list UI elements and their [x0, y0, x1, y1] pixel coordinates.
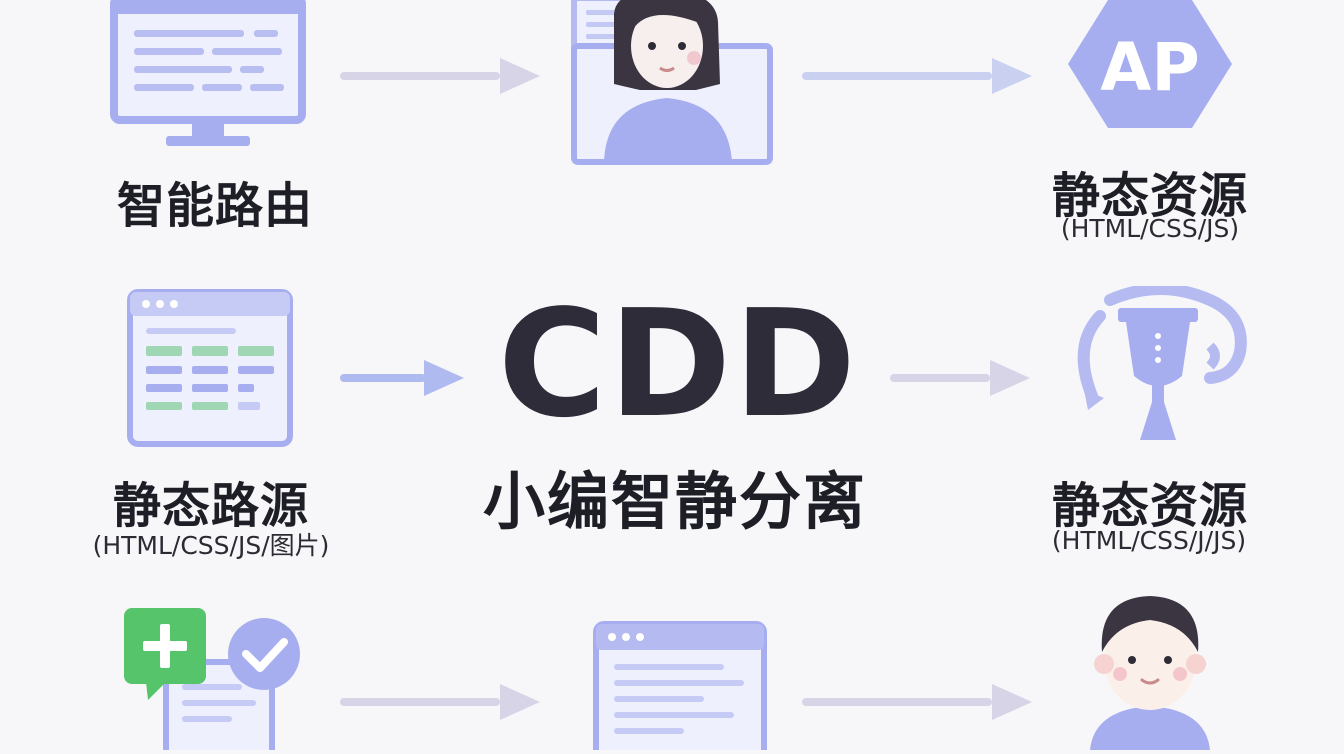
center-title: CDD [497, 278, 859, 450]
arrow-right-icon [340, 58, 540, 94]
smart-routing-label: 智能路由 [116, 178, 313, 234]
table-window-icon [126, 288, 294, 448]
svg-text:AP: AP [1100, 29, 1199, 106]
user-avatar-icon [1080, 590, 1220, 750]
trophy-cycle-icon [1070, 283, 1250, 446]
arrow-right-icon [340, 360, 464, 396]
arrow-right-icon [802, 684, 1032, 720]
center-subtitle: 小编智静分离 [482, 465, 867, 538]
browser-window-icon [592, 620, 768, 754]
static-resource-mid-label: 静态资源 [1051, 478, 1248, 534]
static-resource-top-label: 静态资源 [1051, 168, 1248, 224]
arrow-right-icon [340, 684, 540, 720]
user-profile-card-icon [566, 0, 776, 166]
arrow-right-icon [802, 58, 1032, 94]
add-check-document-icon [118, 604, 308, 754]
ap-hexagon-icon: AP [1064, 0, 1236, 136]
static-resource-mid-sub: (HTML/CSS/J/JS) [1051, 526, 1247, 555]
static-routing-label: 静态路源 [112, 478, 309, 534]
arrow-right-icon [890, 360, 1030, 396]
static-resource-top-sub: (HTML/CSS/JS) [1060, 214, 1240, 243]
monitor-document-icon [108, 0, 308, 154]
static-routing-sub: (HTML/CSS/JS/图片) [92, 531, 330, 560]
